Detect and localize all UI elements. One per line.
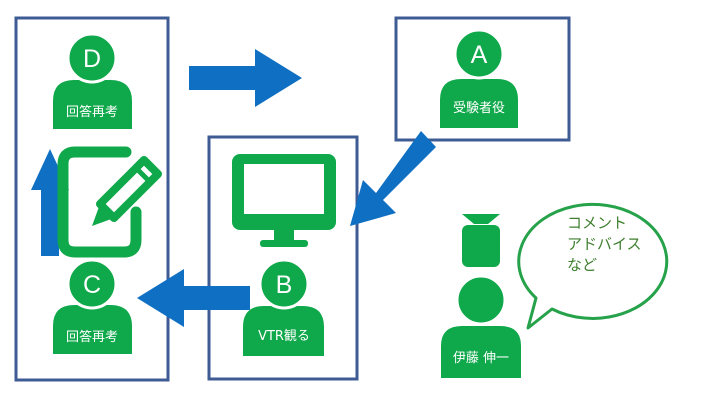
speech-bubble-icon: コメント アドバイス など	[517, 202, 669, 330]
person-d-label: 回答再考	[66, 104, 118, 120]
person-b-label: VTR観る	[258, 329, 310, 344]
person-c-label: 回答再考	[66, 329, 118, 345]
person-icon	[243, 258, 324, 356]
middle-frame	[207, 135, 359, 381]
person-c-letter: C	[83, 271, 101, 299]
person-a: A 受験者役	[440, 28, 518, 128]
person-b-letter: B	[276, 271, 293, 299]
person-d: D 回答再考	[53, 32, 132, 129]
top-right-frame	[394, 16, 571, 142]
arrow-diagonal	[350, 131, 436, 226]
person-icon	[440, 28, 518, 128]
person-icon	[53, 258, 132, 354]
bubble-line-2: アドバイス	[567, 235, 642, 253]
instructor-label: 伊藤 伸一	[453, 351, 509, 366]
instructor: 伊藤 伸一	[441, 214, 521, 378]
person-c: C 回答再考	[53, 258, 132, 354]
monitor-icon	[232, 154, 336, 247]
left-frame	[14, 16, 170, 382]
bubble-line-3: など	[567, 256, 597, 274]
person-b: B VTR観る	[243, 258, 324, 356]
arrow-right	[189, 49, 302, 107]
person-icon	[53, 32, 132, 129]
pencil-note-icon	[57, 146, 162, 258]
bubble-line-1: コメント	[567, 214, 627, 232]
person-a-letter: A	[471, 41, 488, 69]
person-a-label: 受験者役	[453, 101, 505, 116]
instructor-icon	[441, 214, 521, 378]
arrow-left	[137, 269, 250, 327]
person-d-letter: D	[83, 45, 101, 73]
